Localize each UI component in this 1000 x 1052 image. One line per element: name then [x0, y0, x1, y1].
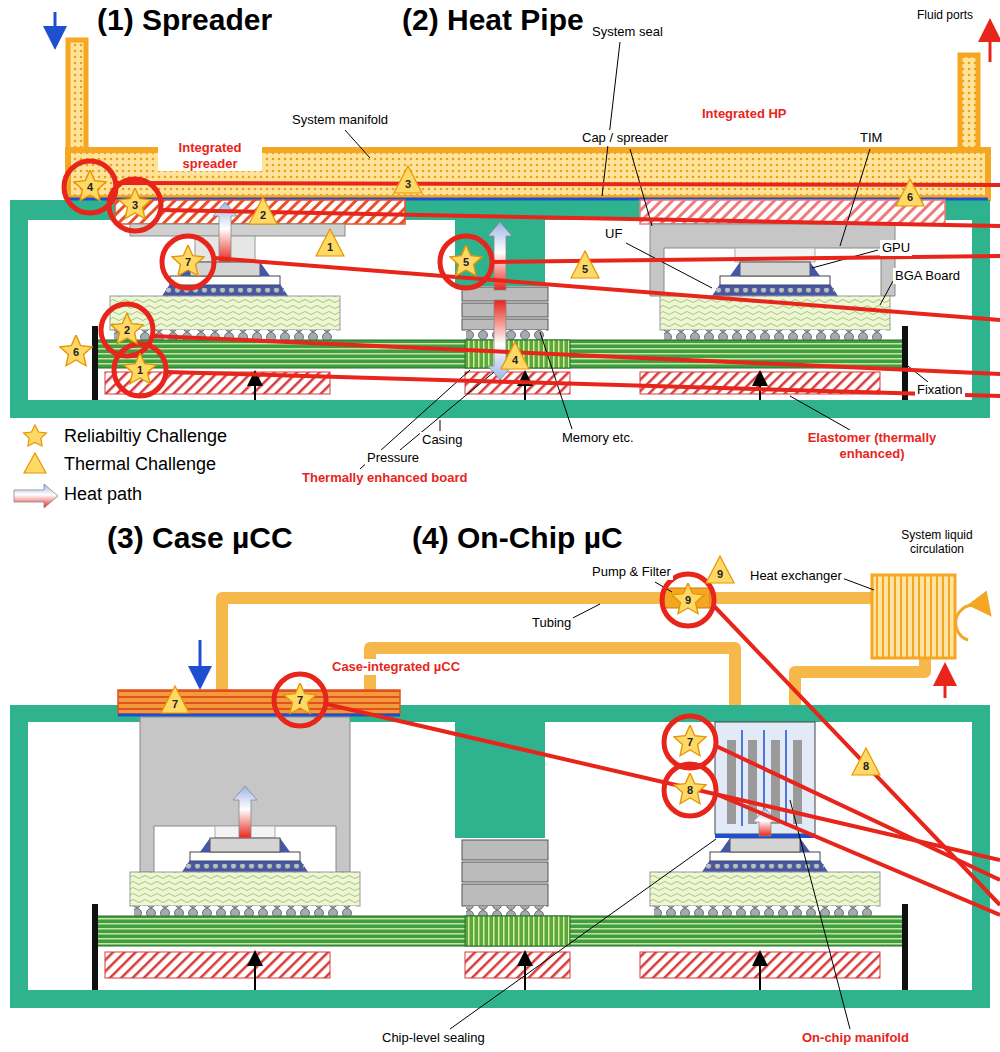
part-label: Pump & Filter — [590, 564, 673, 580]
callout-number: 4 — [500, 341, 530, 371]
part-label: Tubing — [530, 615, 573, 631]
legend-symbols — [14, 425, 58, 508]
part-label: Pressure — [365, 450, 421, 466]
callout-number: 6 — [59, 335, 93, 369]
thermal-triangle: 5 — [570, 250, 600, 280]
reliability-star: 9 — [671, 583, 705, 617]
legend-text: Reliabiltiy Challenge — [62, 426, 229, 448]
reliability-star: 3 — [118, 188, 152, 222]
part-label: BGA Board — [893, 268, 962, 284]
thermal-triangle: 6 — [895, 178, 925, 208]
part-label: System manifold — [290, 112, 390, 128]
callout-number: 5 — [449, 245, 483, 279]
thermal-triangle: 8 — [851, 747, 881, 777]
callout-number: 2 — [110, 313, 144, 347]
thermal-triangle: 9 — [705, 555, 735, 585]
thermal-triangle: 3 — [393, 165, 423, 195]
reliability-star: 4 — [73, 170, 107, 204]
highlight-label: Case-integrated µCC — [330, 659, 462, 675]
reliability-star: 5 — [449, 245, 483, 279]
callout-number: 3 — [393, 165, 423, 195]
reliability-star: 8 — [673, 773, 707, 807]
part-label: Casing — [420, 432, 464, 448]
callout-number: 8 — [673, 773, 707, 807]
panel-title: (2) Heat Pipe — [400, 2, 586, 38]
part-label: UF — [603, 226, 624, 242]
legend-text: Thermal Challenge — [62, 454, 218, 476]
reliability-star: 1 — [123, 353, 157, 387]
highlight-label: Elastomer (thermally enhanced) — [785, 430, 959, 461]
reliability-star: 7 — [673, 725, 707, 759]
callout-number: 7 — [160, 685, 190, 715]
callout-number: 8 — [851, 747, 881, 777]
part-label: System seal — [590, 24, 665, 40]
part-label: System liquid circulation — [880, 528, 994, 557]
part-label: GPU — [880, 240, 912, 256]
callout-number: 4 — [73, 170, 107, 204]
part-label: Chip-level sealing — [380, 1030, 487, 1046]
highlight-label: Integrated spreader — [158, 140, 262, 171]
legend-text: Heat path — [62, 484, 144, 506]
red-callouts — [64, 161, 1000, 915]
reliability-star: 6 — [59, 335, 93, 369]
part-label: Cap / spreader — [580, 130, 670, 146]
panel-title: (1) Spreader — [95, 2, 274, 38]
bottom-panel — [10, 575, 990, 1029]
reliability-star: 7 — [171, 245, 205, 279]
callout-number: 6 — [895, 178, 925, 208]
highlight-label: Thermally enhanced board — [300, 470, 469, 486]
top-panel — [10, 12, 990, 469]
callout-number: 7 — [171, 245, 205, 279]
thermal-triangle: 4 — [500, 341, 530, 371]
reliability-star: 2 — [110, 313, 144, 347]
highlight-label: On-chip manifold — [800, 1030, 911, 1046]
panel-title: (3) Case µCC — [105, 520, 295, 556]
thermal-triangle: 1 — [315, 228, 345, 258]
part-label: TIM — [858, 130, 884, 146]
callout-number: 2 — [248, 196, 278, 226]
callout-number: 1 — [123, 353, 157, 387]
thermal-triangle: 7 — [160, 685, 190, 715]
callout-number: 9 — [705, 555, 735, 585]
callout-number: 7 — [283, 683, 317, 717]
highlight-label: Integrated HP — [700, 106, 789, 122]
part-label: Heat exchanger — [748, 568, 844, 584]
callout-number: 9 — [671, 583, 705, 617]
callout-number: 7 — [673, 725, 707, 759]
callout-number: 3 — [118, 188, 152, 222]
panel-title: (4) On-Chip µC — [410, 520, 625, 556]
part-label: Fluid ports — [915, 8, 975, 22]
part-label: Fixation — [915, 382, 965, 398]
part-label: Memory etc. — [560, 430, 636, 446]
reliability-star: 7 — [283, 683, 317, 717]
callout-number: 1 — [315, 228, 345, 258]
thermal-triangle: 2 — [248, 196, 278, 226]
callout-number: 5 — [570, 250, 600, 280]
